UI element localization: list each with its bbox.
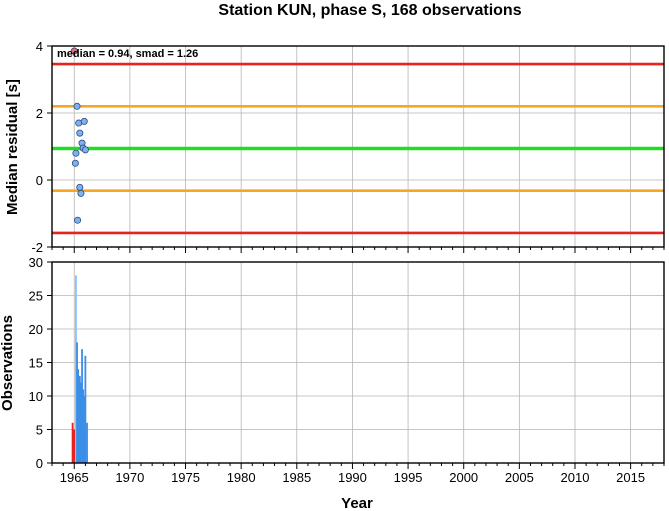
plot-frame bbox=[51, 261, 665, 464]
plot-frame bbox=[51, 45, 665, 248]
y-tick-label: 5 bbox=[36, 423, 43, 438]
x-tick-label: 1995 bbox=[394, 470, 423, 485]
x-tick-label: 1990 bbox=[338, 470, 367, 485]
y-tick-label: 30 bbox=[29, 255, 43, 270]
top-y-axis-label: Median residual [s] bbox=[4, 79, 21, 215]
x-tick-label: 1980 bbox=[227, 470, 256, 485]
y-tick-label: 20 bbox=[29, 322, 43, 337]
bottom-y-axis-label: Observations bbox=[0, 315, 16, 411]
y-tick-label: 15 bbox=[29, 356, 43, 371]
data-point bbox=[81, 146, 89, 154]
x-tick-label: 1970 bbox=[115, 470, 144, 485]
histogram-bar bbox=[76, 342, 78, 463]
x-tick-label: 2015 bbox=[616, 470, 645, 485]
histogram-bar bbox=[78, 375, 81, 463]
y-tick-label: 0 bbox=[36, 456, 43, 471]
x-tick-label: 1975 bbox=[171, 470, 200, 485]
x-tick-label: 1965 bbox=[60, 470, 89, 485]
x-tick-label: 2005 bbox=[505, 470, 534, 485]
data-point bbox=[71, 159, 79, 167]
data-point bbox=[77, 189, 85, 197]
histogram-bar bbox=[83, 396, 86, 463]
histogram-bar bbox=[73, 429, 76, 463]
y-tick-label: 10 bbox=[29, 389, 43, 404]
data-point bbox=[74, 216, 82, 224]
observations-panel: 0 5 10 15 20 25 30 1965 1970 1975 1980 1985 1990 1995… bbox=[29, 255, 665, 485]
x-tick-label: 2000 bbox=[449, 470, 478, 485]
histogram-bar bbox=[86, 422, 88, 463]
y-tick-label: 25 bbox=[29, 289, 43, 304]
residual-panel: -2 0 2 4 median = 0.94, smad = 1.26 bbox=[31, 39, 665, 255]
x-axis-label: Year bbox=[341, 495, 373, 511]
y-tick-label: 0 bbox=[36, 173, 43, 188]
y-tick-label: 4 bbox=[36, 39, 43, 54]
data-point bbox=[73, 102, 81, 110]
chart-title: Station KUN, phase S, 168 observations bbox=[218, 2, 521, 19]
data-point bbox=[80, 117, 88, 125]
histogram-bar bbox=[77, 369, 80, 463]
stats-annotation: median = 0.94, smad = 1.26 bbox=[57, 48, 198, 60]
data-point bbox=[76, 183, 84, 191]
data-point bbox=[70, 47, 78, 55]
x-tick-label: 2010 bbox=[561, 470, 590, 485]
data-point bbox=[76, 129, 84, 137]
histogram-bar bbox=[75, 275, 77, 463]
histogram-bar bbox=[82, 389, 85, 463]
x-tick-label: 1985 bbox=[282, 470, 311, 485]
data-point bbox=[72, 149, 80, 157]
y-tick-label: -2 bbox=[31, 240, 43, 255]
histogram-bar bbox=[81, 349, 83, 463]
histogram-bar bbox=[71, 422, 74, 463]
histogram-bar bbox=[84, 355, 87, 463]
y-tick-label: 2 bbox=[36, 106, 43, 121]
histogram-bar bbox=[80, 382, 82, 463]
